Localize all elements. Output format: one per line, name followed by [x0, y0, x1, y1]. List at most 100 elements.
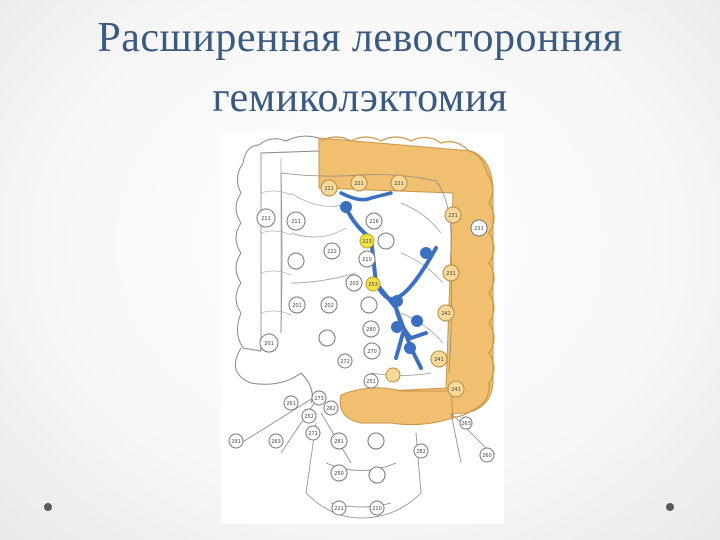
node-201-low: [259, 333, 279, 353]
label-241: 241: [441, 311, 451, 317]
node-272: [337, 353, 353, 369]
node-221-bottom: [331, 500, 347, 516]
node-263: [268, 433, 284, 449]
label-250: 250: [334, 471, 344, 477]
left-bullet-dot: [44, 503, 52, 511]
label-221-top-left: 221: [324, 186, 334, 192]
node-216c: [360, 296, 378, 314]
node-blue-4: [411, 315, 423, 327]
node-251b: [385, 367, 401, 383]
node-251: [363, 373, 379, 389]
node-261: [283, 395, 299, 411]
node-216b: [377, 232, 395, 250]
node-202: [320, 296, 338, 314]
label-241c: 241: [451, 387, 461, 393]
label-271: 271: [308, 431, 318, 437]
right-colon-inner: [260, 153, 292, 348]
label-273: 273: [314, 396, 324, 402]
label-203: 203: [349, 281, 359, 287]
marginal-arcade: [280, 172, 453, 374]
label-280: 280: [366, 327, 376, 333]
node-blue-6: [404, 342, 416, 354]
label-252: 252: [304, 414, 314, 420]
label-231b: 231: [474, 226, 484, 232]
node-blue-5: [391, 321, 403, 333]
label-261: 261: [286, 401, 296, 407]
node-282b: [413, 443, 429, 459]
label-201: 201: [292, 303, 302, 309]
node-211-inner: [286, 211, 306, 231]
node-291: [228, 433, 244, 449]
label-210-bottom: 210: [372, 506, 382, 512]
label-221-top-right: 221: [394, 181, 404, 187]
label-291: 291: [231, 439, 241, 445]
label-231c: 231: [446, 271, 456, 277]
label-263b: 263: [461, 421, 471, 427]
right-bullet-dot: [666, 503, 674, 511]
node-282: [301, 408, 317, 424]
node-260: [479, 447, 495, 463]
node-blue-1: [340, 201, 352, 213]
label-210: 210: [362, 257, 372, 263]
label-221-top: 221: [354, 181, 364, 187]
node-221-top: [350, 174, 368, 192]
colon-diagram-svg: 221 221 221 231 231 231 211 211 216 222 …: [228, 135, 495, 519]
node-280: [362, 320, 380, 338]
label-260: 260: [482, 453, 492, 459]
node-223-highlight: [359, 233, 375, 249]
label-202: 202: [324, 303, 334, 309]
label-282: 282: [416, 449, 426, 455]
node-231-left: [444, 206, 462, 224]
ileum-loop: [234, 347, 313, 404]
title-line-1: Расширенная левосторонняя: [97, 15, 623, 61]
node-221-top-right: [390, 174, 408, 192]
label-231: 231: [448, 213, 458, 219]
node-241-c: [447, 380, 465, 398]
node-241-b: [430, 350, 448, 368]
resected-sigmoid: [339, 387, 454, 426]
node-211-low: [287, 252, 305, 270]
node-blue-2: [420, 247, 432, 259]
node-271: [305, 425, 321, 441]
node-241-a: [437, 304, 455, 322]
label-223: 223: [362, 239, 372, 245]
title-line-2: гемиколэктомия: [212, 75, 508, 121]
slide-title: Расширенная левосторонняя гемиколэктомия: [0, 8, 720, 128]
label-211b: 211: [291, 219, 301, 225]
label-216: 216: [369, 219, 379, 225]
node-253-highlight: [365, 276, 381, 292]
label-270: 270: [367, 349, 377, 355]
label-262: 262: [326, 406, 336, 412]
node-270: [363, 342, 381, 360]
label-251: 251: [366, 379, 376, 385]
node-281: [330, 432, 348, 450]
node-201: [288, 296, 306, 314]
label-201b: 201: [264, 341, 274, 347]
label-253: 253: [368, 282, 378, 288]
node-211-right: [256, 208, 276, 228]
label-263: 263: [271, 439, 281, 445]
node-273: [311, 390, 327, 406]
label-221-bottom: 221: [334, 506, 344, 512]
node-231-right: [470, 219, 488, 237]
node-250: [330, 464, 348, 482]
node-210-bottom: [369, 500, 385, 516]
label-241b: 241: [434, 357, 444, 363]
label-272: 272: [340, 359, 350, 365]
node-221-top-left: [320, 179, 338, 197]
node-203: [345, 274, 363, 292]
node-250b: [368, 466, 386, 484]
node-216: [365, 212, 383, 230]
node-253b: [459, 416, 473, 430]
node-201-mid: [318, 329, 336, 347]
label-211a: 211: [261, 216, 271, 222]
middle-colic-branch: [339, 191, 393, 202]
label-281: 281: [334, 439, 344, 445]
lymph-node-colon-diagram: 221 221 221 231 231 231 211 211 216 222 …: [221, 133, 504, 524]
node-210: [358, 250, 376, 268]
node-281b: [367, 432, 385, 450]
node-231-lower: [442, 264, 460, 282]
node-213: [323, 242, 341, 260]
node-blue-3: [391, 295, 403, 307]
right-colon-outline: [235, 135, 320, 352]
